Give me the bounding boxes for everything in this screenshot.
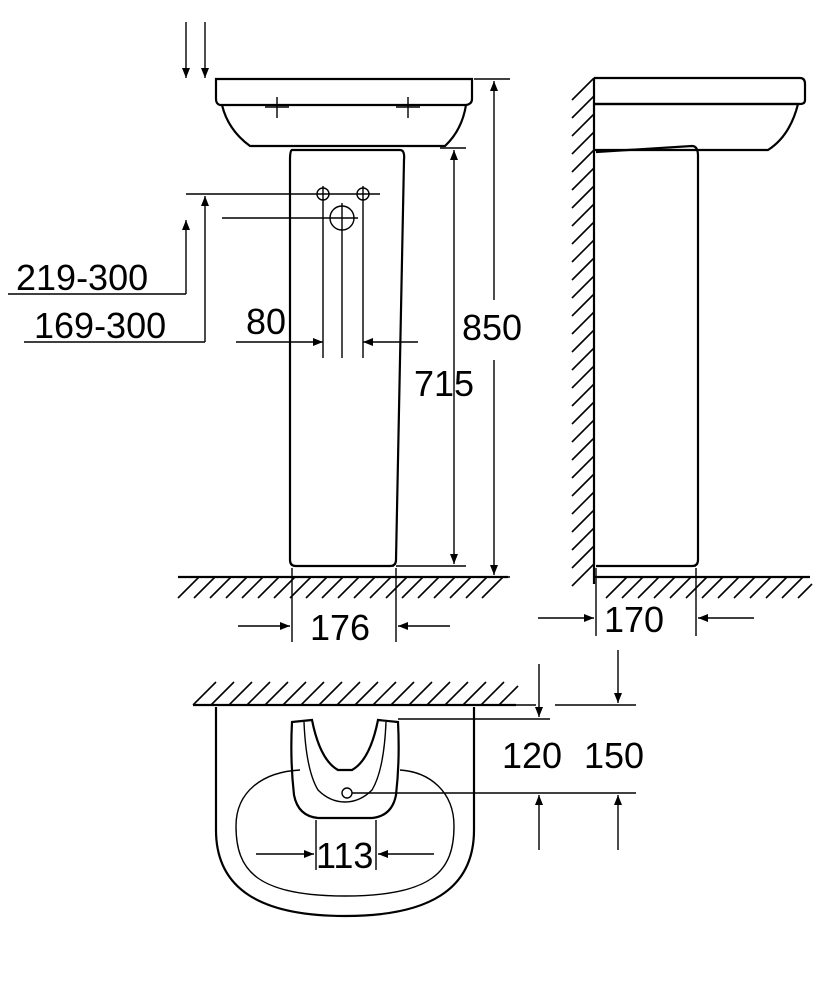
tap-hole-mark-left xyxy=(265,97,289,118)
basin-top-outline xyxy=(214,707,476,918)
basin-side-outline xyxy=(594,76,807,106)
pedestal-front-outline xyxy=(288,148,406,568)
dim-hole-spacing: 80 xyxy=(246,301,286,342)
dim-pedestal-width: 176 xyxy=(310,607,370,648)
dim-pedestal-depth: 170 xyxy=(604,599,664,640)
basin-bowl-outline xyxy=(235,769,455,897)
tap-hole-mark-right xyxy=(396,97,420,118)
dim-opening-width: 113 xyxy=(316,835,373,876)
pedestal-side-outline xyxy=(595,144,700,568)
side-view: 170 xyxy=(538,76,813,640)
dim-pedestal-height: 715 xyxy=(414,363,474,404)
basin-front-outline xyxy=(214,77,474,107)
pedestal-top-outline xyxy=(290,718,400,820)
dim-wall-to-hole: 120 xyxy=(502,735,562,776)
dim-total-height: 850 xyxy=(462,307,522,348)
dim-wall-to-centre: 150 xyxy=(584,735,644,776)
dim-waste-height-a: 219-300 xyxy=(16,257,148,298)
waste-hole-top xyxy=(341,787,353,799)
top-view: 120 150 113 xyxy=(192,650,644,918)
front-view: 219-300 169-300 80 715 850 xyxy=(8,22,522,648)
dim-waste-height-b: 169-300 xyxy=(34,305,166,346)
